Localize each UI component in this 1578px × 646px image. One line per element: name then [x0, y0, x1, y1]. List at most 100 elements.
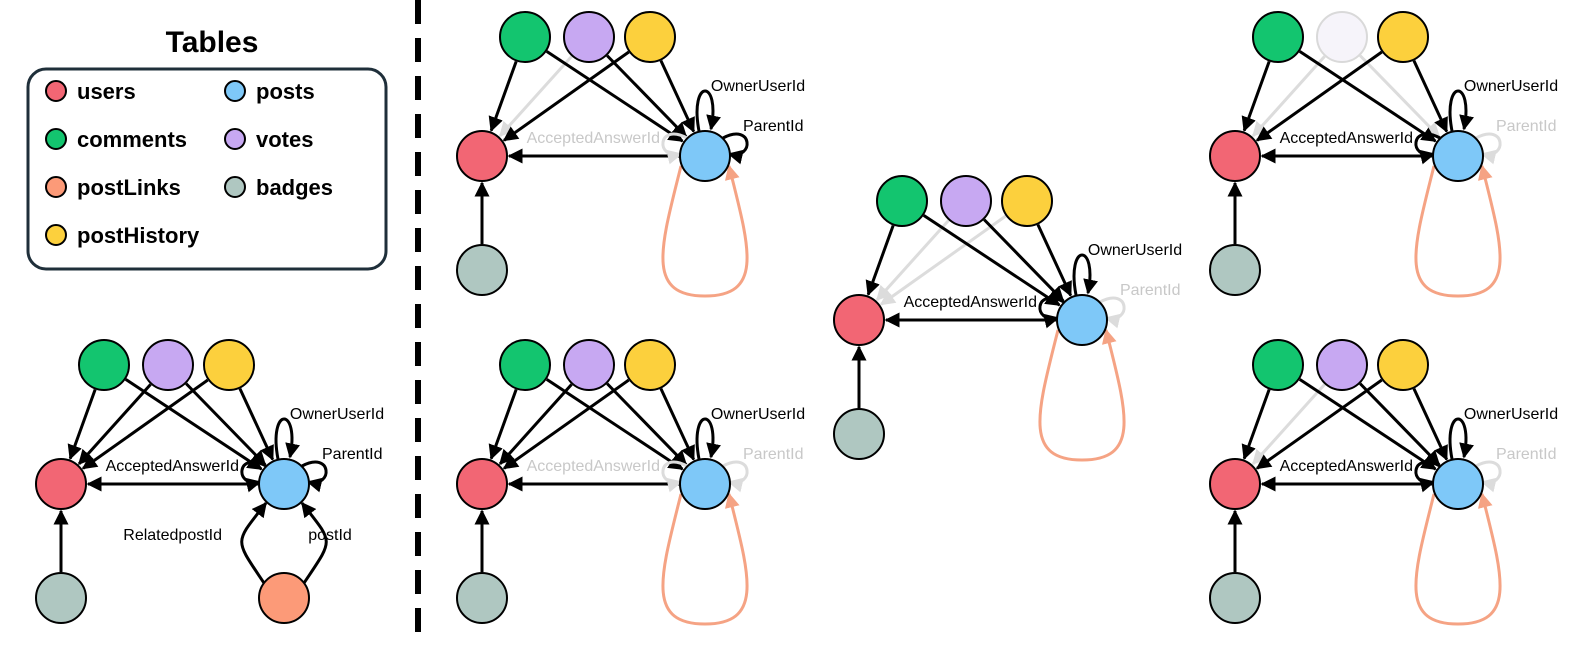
legend-swatch-postHistory — [45, 224, 67, 246]
node-votes — [142, 339, 194, 391]
legend-item-votes: votes — [224, 127, 313, 152]
edge-history-posts — [659, 59, 696, 133]
legend-label-badges: badges — [256, 175, 333, 200]
edge-comments-posts — [124, 378, 263, 471]
node-users — [456, 458, 508, 510]
legend-item-users: users — [45, 79, 136, 104]
edge-history-users — [502, 50, 630, 142]
legend-swatch-votes — [224, 128, 246, 150]
edge-postlinks-loop — [661, 492, 749, 626]
edge-owner-loop — [1448, 417, 1474, 460]
label-accepted: AcceptedAnswerId — [1280, 130, 1413, 147]
node-comments — [499, 339, 551, 391]
legend-title: Tables — [166, 26, 259, 59]
node-comments — [78, 339, 130, 391]
edge-parent-loop — [1099, 296, 1126, 329]
edge-votes-users — [1251, 55, 1326, 138]
label-owner: OwnerUserId — [1464, 78, 1558, 95]
label-accepted: AcceptedAnswerId — [527, 458, 660, 475]
edge-parent-loop — [1475, 132, 1502, 165]
edge-votes-users — [77, 383, 152, 466]
edge-comments-users — [67, 388, 97, 461]
edge-owner-loop — [1072, 253, 1098, 296]
node-posts — [679, 458, 731, 510]
edge-votes-users — [498, 55, 573, 138]
edge-history-posts — [659, 387, 696, 461]
legend-label-votes: votes — [256, 127, 313, 152]
legend-item-postHistory: postHistory — [45, 223, 200, 248]
node-postHistory — [1377, 11, 1429, 63]
label-related: RelatedpostId — [123, 527, 222, 544]
edge-comments-users — [488, 60, 518, 133]
legend-swatch-posts — [224, 80, 246, 102]
label-owner: OwnerUserId — [1088, 242, 1182, 259]
edge-comments-posts — [922, 214, 1061, 307]
edge-postlinks-loop — [1414, 492, 1502, 626]
node-badges — [35, 572, 87, 624]
edge-votes-posts — [983, 218, 1065, 302]
legend-label-users: users — [77, 79, 136, 104]
node-badges — [1209, 572, 1261, 624]
node-postHistory — [203, 339, 255, 391]
legend-swatch-postLinks — [45, 176, 67, 198]
edge-accepted-loop — [661, 460, 688, 493]
edge-votes-posts — [606, 54, 688, 138]
label-owner: OwnerUserId — [1464, 406, 1558, 423]
edge-history-users — [502, 378, 630, 470]
label-parent: ParentId — [743, 118, 803, 135]
node-badges — [456, 244, 508, 296]
edge-comments-users — [488, 388, 518, 461]
label-parent: ParentId — [322, 446, 382, 463]
edge-comments-posts — [545, 378, 684, 471]
edge-history-posts — [1412, 59, 1449, 133]
label-postid: postId — [308, 527, 352, 544]
edge-history-posts — [1412, 387, 1449, 461]
node-posts — [258, 458, 310, 510]
edge-votes-posts — [1359, 54, 1441, 138]
edge-owner-loop — [695, 417, 721, 460]
node-votes — [563, 11, 615, 63]
edge-votes-posts — [185, 382, 267, 466]
node-postHistory — [1377, 339, 1429, 391]
edge-history-users — [1255, 378, 1383, 470]
node-posts — [1056, 294, 1108, 346]
edge-postlinks-loop — [661, 164, 749, 298]
node-posts — [1432, 458, 1484, 510]
node-votes — [940, 175, 992, 227]
edge-accepted-loop — [661, 132, 688, 165]
label-owner: OwnerUserId — [290, 406, 384, 423]
label-parent: ParentId — [1120, 282, 1180, 299]
edge-comments-users — [1241, 388, 1271, 461]
edge-history-posts — [238, 387, 275, 461]
edge-votes-users — [498, 383, 573, 466]
node-badges — [1209, 244, 1261, 296]
edge-accepted-loop — [240, 460, 267, 493]
edge-relatedpost — [240, 501, 268, 584]
label-owner: OwnerUserId — [711, 78, 805, 95]
legend-label-comments: comments — [77, 127, 187, 152]
legend-swatch-users — [45, 80, 67, 102]
node-postHistory — [624, 339, 676, 391]
legend-label-postHistory: postHistory — [77, 223, 200, 248]
edge-comments-users — [1241, 60, 1271, 133]
edge-postlinks-loop — [1038, 328, 1126, 462]
label-accepted: AcceptedAnswerId — [1280, 458, 1413, 475]
legend-label-postLinks: postLinks — [77, 175, 181, 200]
node-votes — [1316, 11, 1368, 63]
edge-history-users — [1255, 50, 1383, 142]
edge-votes-posts — [1359, 382, 1441, 466]
legend-item-comments: comments — [45, 127, 187, 152]
node-posts — [1432, 130, 1484, 182]
edge-comments-posts — [1298, 50, 1437, 143]
edge-owner-loop — [274, 417, 300, 460]
edge-comments-posts — [1298, 378, 1437, 471]
label-owner: OwnerUserId — [711, 406, 805, 423]
graph-full-schema: OwnerUserIdParentIdAcceptedAnswerIdRelat… — [35, 339, 384, 624]
edge-postlinks-loop — [1414, 164, 1502, 298]
